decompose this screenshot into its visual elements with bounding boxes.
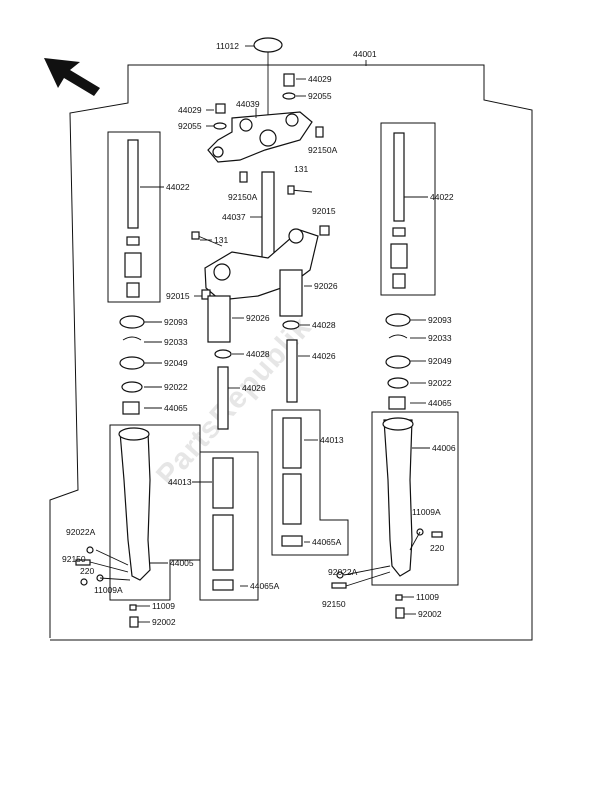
part-label: 92093 bbox=[164, 317, 188, 327]
bolt-92150A bbox=[315, 126, 324, 138]
assembly-outline bbox=[49, 64, 533, 641]
part-label: 92026 bbox=[246, 313, 270, 323]
washer-92055 bbox=[282, 92, 296, 100]
part-label: 44013 bbox=[320, 435, 344, 445]
part-label: 92150A bbox=[308, 145, 338, 155]
part-label: 92022A bbox=[66, 527, 96, 537]
part-label: 92150A bbox=[228, 192, 258, 202]
oil-seal-92093-left bbox=[119, 315, 145, 329]
part-label: 44029 bbox=[308, 74, 332, 84]
part-label: 220 bbox=[430, 543, 445, 553]
part-label: 92033 bbox=[428, 333, 452, 343]
spring-right bbox=[390, 243, 408, 269]
collar-92026-left bbox=[207, 295, 231, 343]
fork-bottom-case-44006 bbox=[383, 419, 413, 577]
spring-left bbox=[124, 252, 142, 278]
part-label: 11012 bbox=[216, 41, 240, 51]
part-label: 92049 bbox=[164, 358, 188, 368]
part-label: 11009 bbox=[416, 592, 440, 602]
part-label: 44005 bbox=[170, 558, 194, 568]
part-label: 92150 bbox=[322, 599, 346, 609]
part-label: 92022A bbox=[328, 567, 358, 577]
part-label: 92055 bbox=[178, 121, 202, 131]
part-label: 44037 bbox=[222, 212, 246, 222]
left-case-box bbox=[109, 424, 201, 601]
part-label: 44065A bbox=[250, 581, 280, 591]
fork-tube-44022-right bbox=[393, 132, 405, 222]
part-label: 92093 bbox=[428, 315, 452, 325]
part-label: 131 bbox=[214, 235, 229, 245]
part-label: 44028 bbox=[312, 320, 336, 330]
part-label: 44028 bbox=[246, 349, 270, 359]
bolt-92002-left bbox=[129, 616, 139, 628]
steering-stem-44037 bbox=[261, 171, 275, 263]
part-label: 44026 bbox=[242, 383, 266, 393]
collar-92026-right bbox=[279, 269, 303, 317]
part-label: 92150 bbox=[62, 554, 86, 564]
part-label: 92026 bbox=[314, 281, 338, 291]
part-label: 44006 bbox=[432, 443, 456, 453]
bolt-92002-right bbox=[395, 607, 405, 619]
part-label: 92022 bbox=[428, 378, 452, 388]
part-label: 92015 bbox=[166, 291, 190, 301]
part-label: 11009A bbox=[94, 585, 123, 595]
right-case-box bbox=[371, 411, 459, 586]
nut-44029 bbox=[283, 73, 295, 87]
part-label: 92055 bbox=[308, 91, 332, 101]
part-label: 11009 bbox=[152, 601, 176, 611]
oil-seal-92093-right bbox=[385, 313, 411, 327]
right-damper-box bbox=[271, 409, 349, 556]
part-label: 44065A bbox=[312, 537, 342, 547]
part-label: 220 bbox=[80, 566, 95, 576]
part-label: 92049 bbox=[428, 356, 452, 366]
part-label: 92033 bbox=[164, 337, 188, 347]
part-label: 44013 bbox=[168, 477, 192, 487]
part-label: 44029 bbox=[178, 105, 202, 115]
cap-11012 bbox=[253, 37, 283, 53]
part-label: 44026 bbox=[312, 351, 336, 361]
part-label: 92002 bbox=[152, 617, 176, 627]
part-label: 92002 bbox=[418, 609, 442, 619]
front-arrow-icon bbox=[44, 58, 100, 96]
right-fork-tube-box bbox=[380, 122, 436, 296]
part-label: 92022 bbox=[164, 382, 188, 392]
nut-44029-left bbox=[215, 103, 226, 114]
part-label: 131 bbox=[294, 164, 309, 174]
part-label: 44065 bbox=[164, 403, 188, 413]
left-damper-box bbox=[199, 451, 259, 601]
damper-rod-44026-right bbox=[286, 339, 298, 403]
part-label: 44022 bbox=[430, 192, 454, 202]
part-label: 92015 bbox=[312, 206, 336, 216]
part-label: 44065 bbox=[428, 398, 452, 408]
leader-lines bbox=[89, 45, 430, 623]
part-label: 44022 bbox=[166, 182, 190, 192]
fork-tube-44022-left bbox=[127, 139, 139, 229]
part-label: 44039 bbox=[236, 99, 260, 109]
part-label: 11009A bbox=[412, 507, 441, 517]
part-label: 44001 bbox=[353, 49, 377, 59]
fork-bottom-case-44005 bbox=[119, 431, 151, 581]
damper-rod-44026-left bbox=[217, 366, 229, 430]
left-fork-tube-box bbox=[107, 131, 161, 303]
